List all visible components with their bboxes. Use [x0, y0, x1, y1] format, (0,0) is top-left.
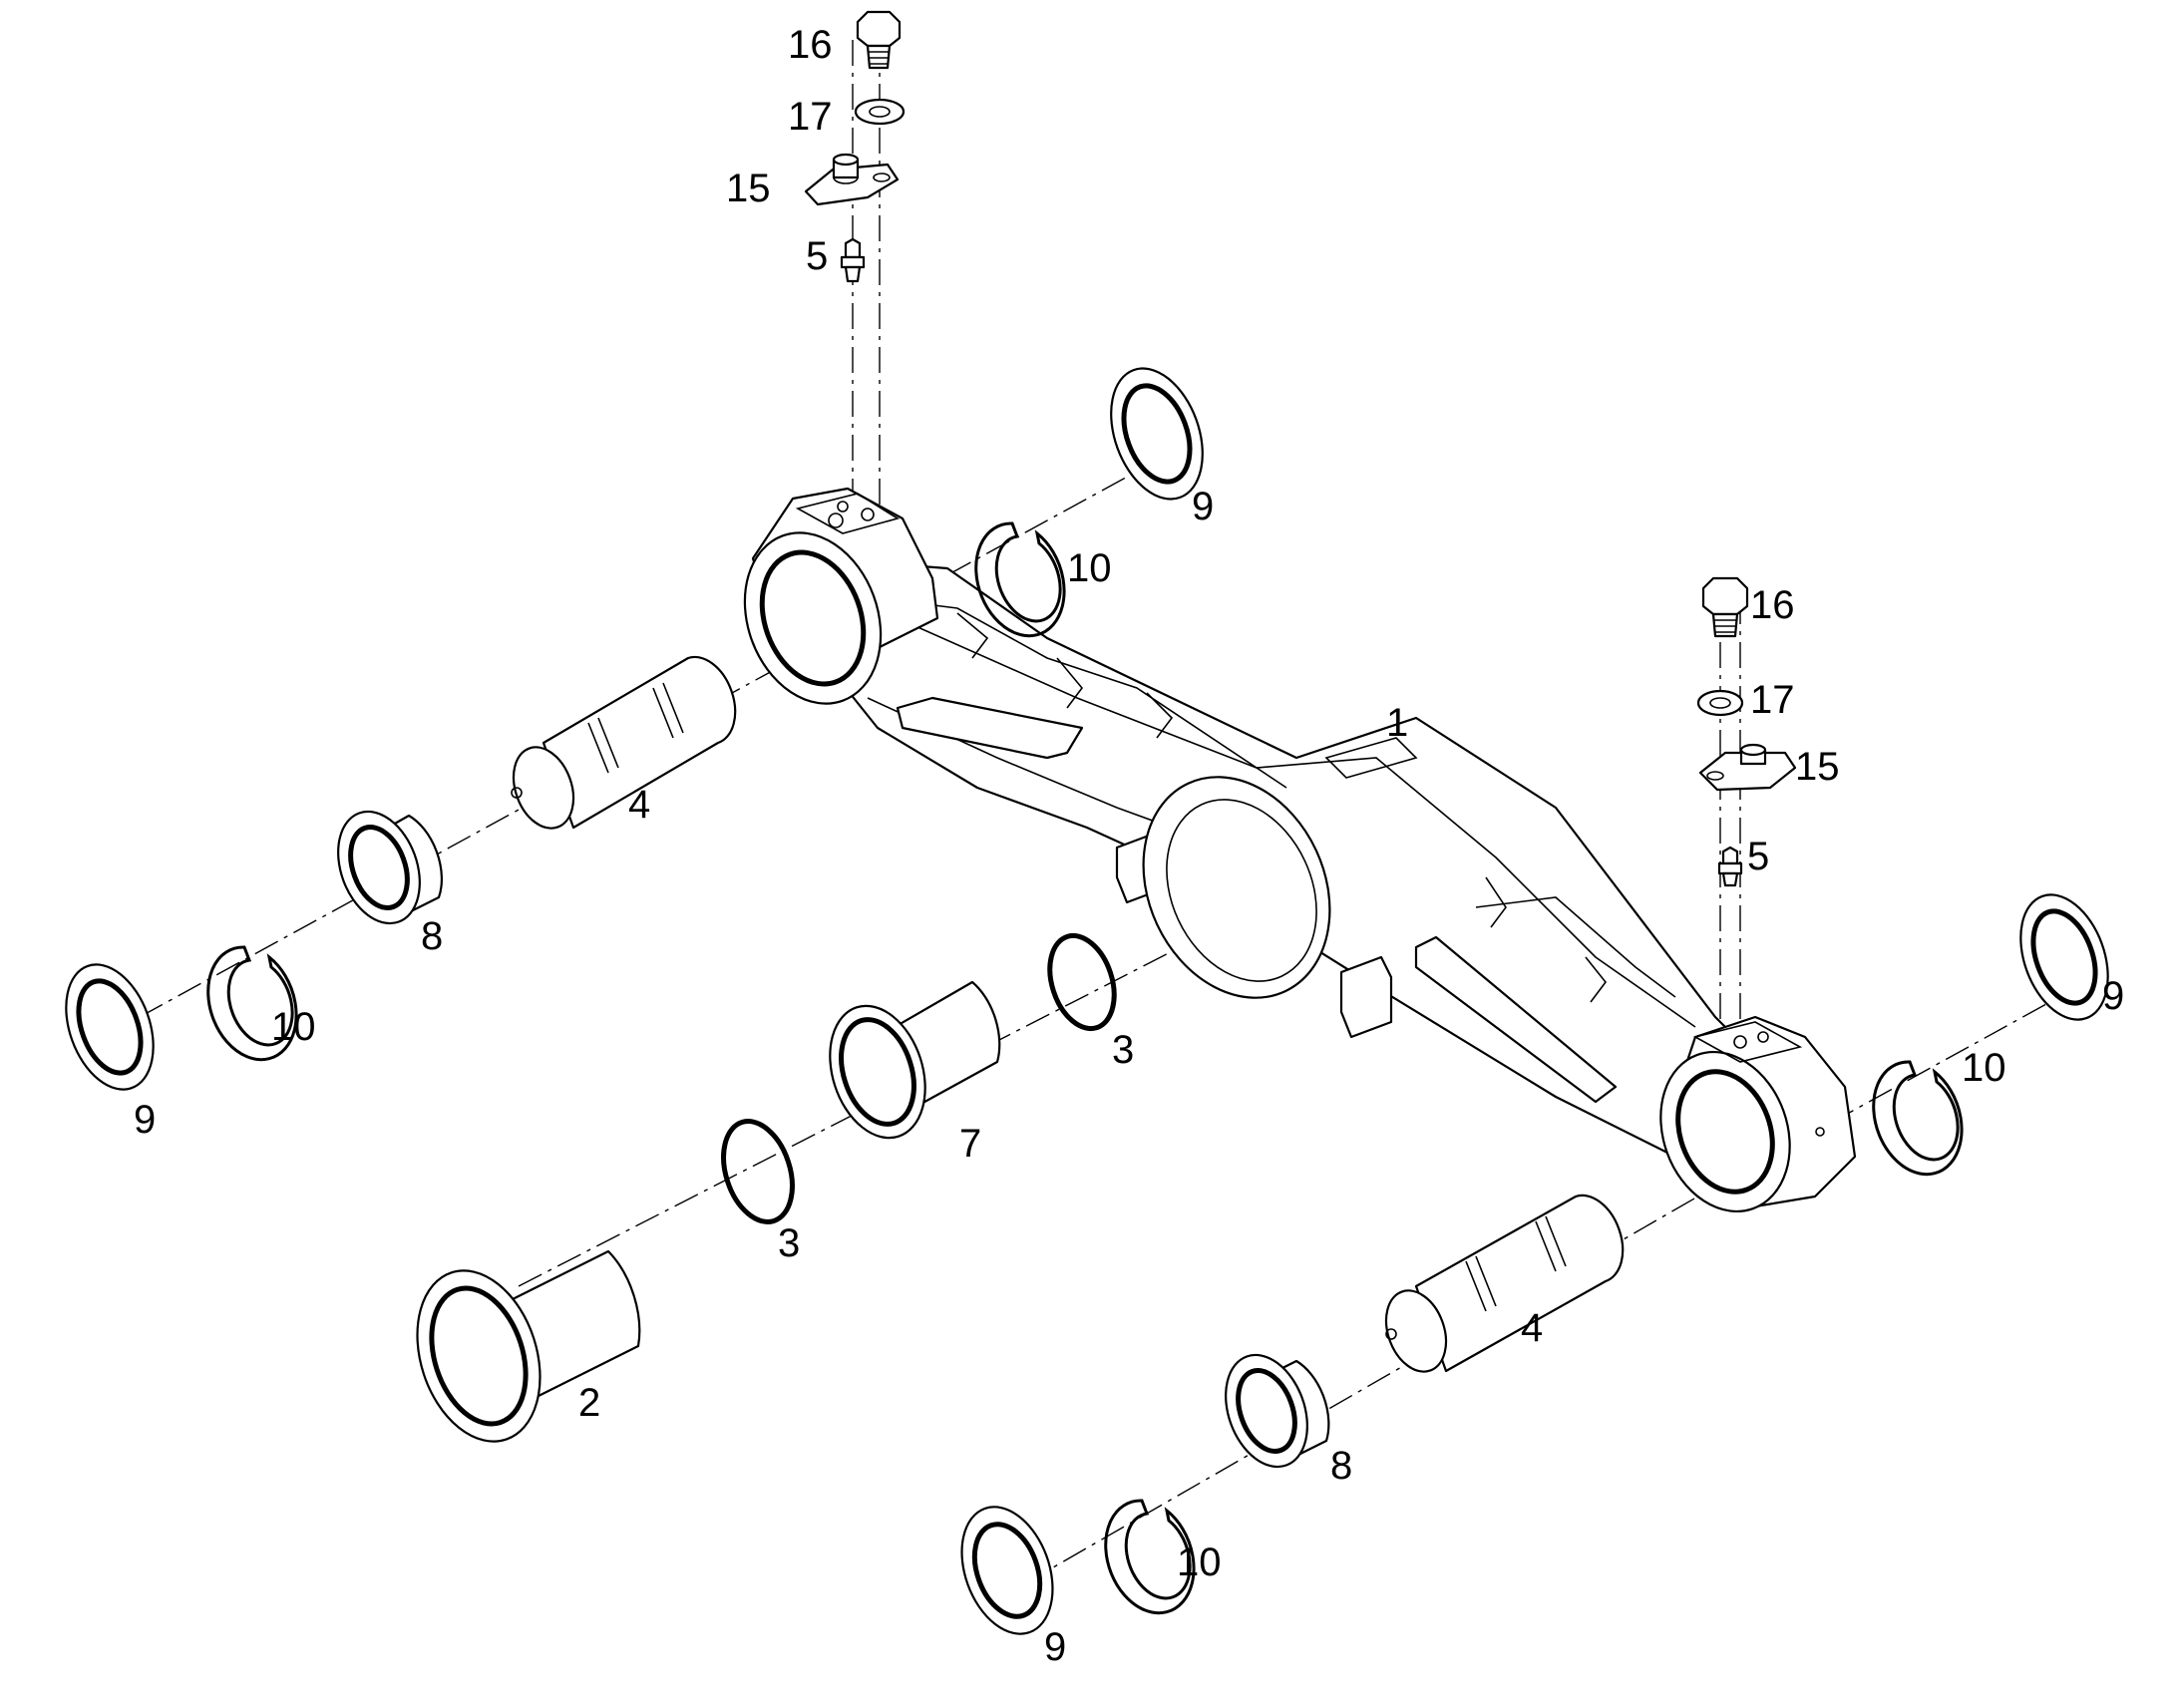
callout-16-top: 16	[788, 23, 833, 67]
callout-3-lower: 3	[778, 1221, 800, 1265]
ring-part-3-upper	[1047, 932, 1117, 1032]
callout-15-top: 15	[726, 167, 771, 210]
bolt-part-16-top	[856, 10, 902, 70]
plate-part-15-right	[1698, 743, 1797, 792]
bearing-part-8-right	[1225, 1353, 1330, 1469]
callout-9-left: 9	[134, 1098, 156, 1142]
callout-1: 1	[1386, 701, 1408, 745]
retaining-ring-part-10-a	[974, 521, 1066, 638]
callout-10-right: 10	[1962, 1046, 2006, 1090]
bushing-part-7	[829, 980, 1001, 1140]
retaining-ring-part-10-b	[206, 945, 298, 1062]
washer-part-17-right	[1696, 689, 1744, 717]
callout-15-right: 15	[1795, 745, 1840, 789]
callout-10-top: 10	[1067, 546, 1112, 590]
callout-2: 2	[578, 1381, 600, 1425]
callout-4-lower: 4	[1521, 1306, 1543, 1350]
seal-part-9-bottom	[960, 1506, 1054, 1635]
seal-part-9-left	[65, 963, 155, 1091]
retaining-ring-part-10-d	[1104, 1499, 1196, 1615]
seal-part-9-top	[1110, 367, 1204, 501]
bearing-part-8-left	[337, 810, 443, 925]
callout-9-top: 9	[1192, 485, 1214, 528]
bolt-part-16-right	[1701, 576, 1749, 638]
bushing-part-2	[416, 1249, 641, 1443]
callout-4-upper: 4	[628, 783, 650, 827]
beam-part-1	[743, 487, 1857, 1213]
callout-17-top: 17	[788, 95, 833, 139]
ring-part-3-lower	[721, 1119, 795, 1224]
callout-labels: 1 2 3 3 4 4 5 5 7 8 8 9 9 9 9 10 10 10 1…	[134, 23, 2124, 1669]
callout-9-right: 9	[2102, 974, 2124, 1018]
callout-5-top: 5	[806, 234, 828, 278]
callout-5-right: 5	[1747, 835, 1769, 878]
callout-7: 7	[959, 1122, 981, 1166]
callout-16-right: 16	[1750, 583, 1795, 627]
callout-17-right: 17	[1750, 678, 1795, 722]
plate-part-15-top	[804, 153, 900, 206]
grease-nipple-part-5-top	[840, 237, 866, 283]
washer-part-17-top	[854, 98, 906, 126]
callout-8-left: 8	[421, 914, 443, 958]
callout-10-bottom: 10	[1177, 1540, 1222, 1584]
callout-3-upper: 3	[1112, 1028, 1134, 1072]
retaining-ring-part-10-c	[1872, 1060, 1964, 1177]
seal-part-9-right	[2019, 893, 2109, 1021]
callout-10-left: 10	[271, 1005, 316, 1049]
grease-nipple-part-5-right	[1717, 846, 1743, 887]
callout-9-bottom: 9	[1044, 1625, 1066, 1669]
pivot-pin-upper-left	[511, 655, 737, 830]
callout-8-right: 8	[1330, 1444, 1352, 1488]
pivot-pin-lower-right	[1384, 1194, 1625, 1373]
